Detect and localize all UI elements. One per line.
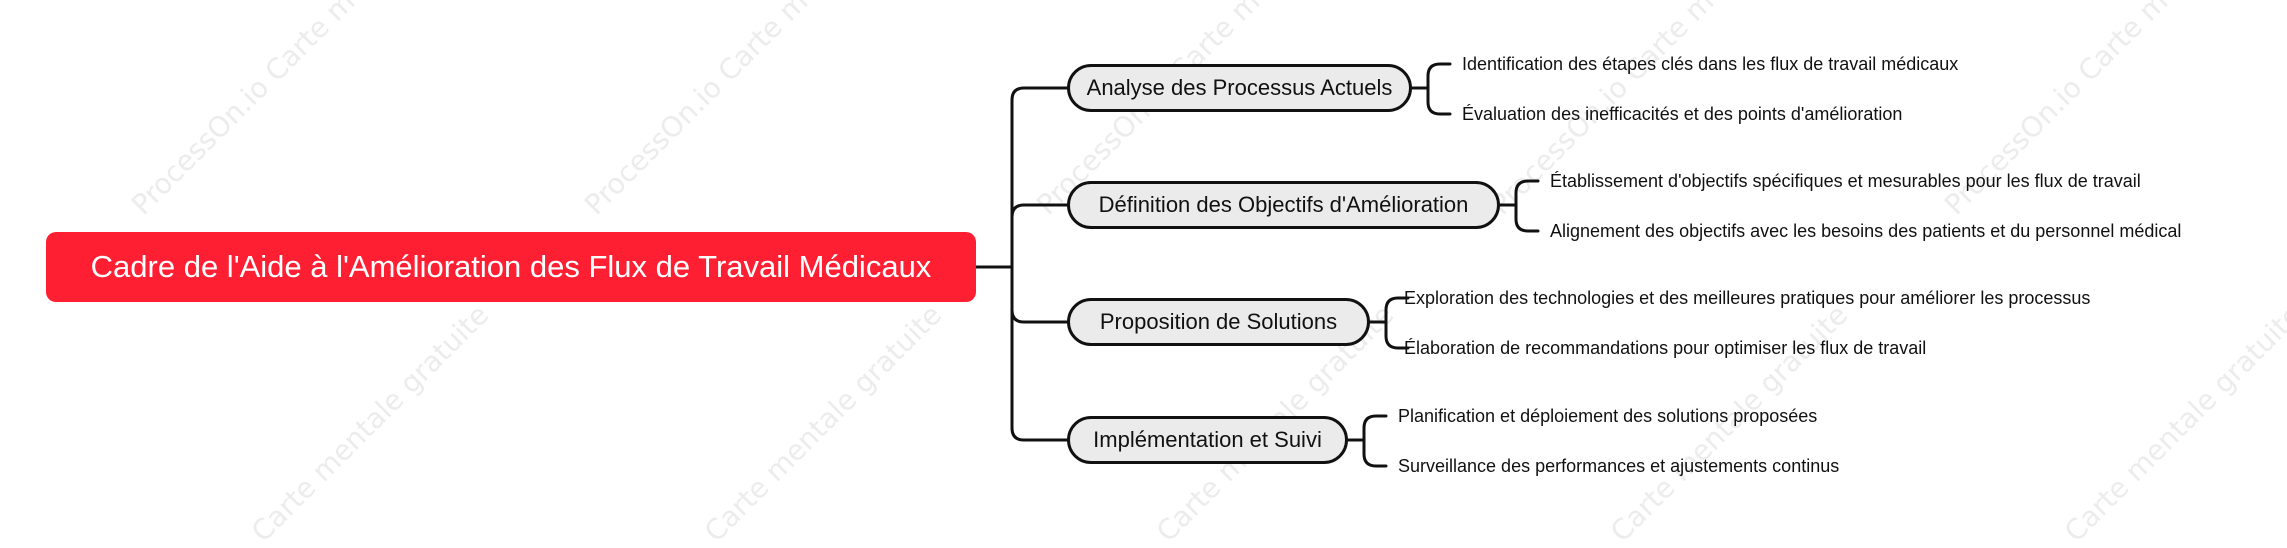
branch-node[interactable]: Implémentation et Suivi — [1067, 416, 1348, 464]
branch-node-label: Définition des Objectifs d'Amélioration — [1098, 192, 1469, 217]
leaf-brace — [1362, 438, 1388, 468]
leaf-brace — [1384, 296, 1410, 324]
branch-connector — [1010, 86, 1069, 102]
leaf-node[interactable]: Élaboration de recommandations pour opti… — [1404, 338, 1927, 358]
leaf-brace — [1384, 320, 1410, 350]
leaf-node[interactable]: Planification et déploiement des solutio… — [1398, 406, 1818, 426]
branch-node[interactable]: Définition des Objectifs d'Amélioration — [1067, 181, 1500, 229]
leaf-node[interactable]: Exploration des technologies et des meil… — [1404, 288, 2091, 308]
branch-connector — [1010, 308, 1069, 324]
root-node-label: Cadre de l'Aide à l'Amélioration des Flu… — [90, 249, 932, 284]
branch-node[interactable]: Proposition de Solutions — [1067, 298, 1370, 346]
branch-connector — [1010, 426, 1069, 442]
leaf-brace — [1514, 203, 1540, 233]
leaf-brace — [1514, 179, 1540, 207]
leaf-brace — [1426, 62, 1452, 90]
branch-node-label: Implémentation et Suivi — [1093, 427, 1322, 452]
branch-node-label: Analyse des Processus Actuels — [1086, 75, 1393, 100]
branch-connector — [1010, 203, 1069, 219]
leaf-node[interactable]: Surveillance des performances et ajustem… — [1398, 456, 1840, 476]
leaf-brace — [1426, 86, 1452, 116]
branch-node[interactable]: Analyse des Processus Actuels — [1067, 64, 1412, 112]
leaf-node[interactable]: Identification des étapes clés dans les … — [1462, 54, 1959, 74]
branch-node-label: Proposition de Solutions — [1099, 309, 1338, 334]
leaf-node[interactable]: Alignement des objectifs avec les besoin… — [1550, 221, 2182, 241]
leaf-node[interactable]: Établissement d'objectifs spécifiques et… — [1550, 171, 2141, 191]
leaf-brace — [1362, 414, 1388, 442]
leaf-node[interactable]: Évaluation des inefficacités et des poin… — [1462, 104, 1903, 124]
root-node[interactable]: Cadre de l'Aide à l'Amélioration des Flu… — [46, 232, 976, 302]
